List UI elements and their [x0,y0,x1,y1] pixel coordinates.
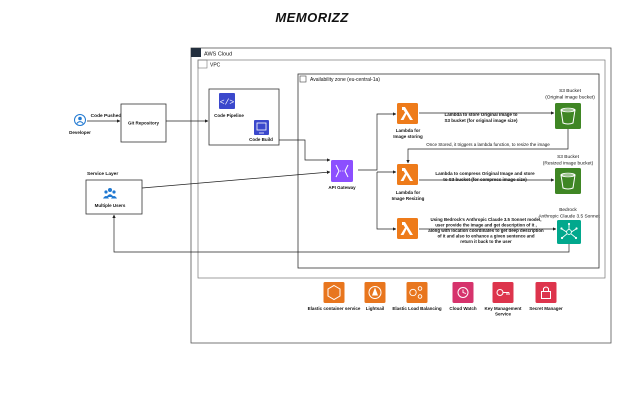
lambda-storing-label-2: Image storing [393,134,423,139]
s3-original-label-2: (Original image bucket) [545,95,595,101]
lambda-resizing-label-2: Image Resizing [392,196,425,201]
az-label: Availability zone (eu-central-1a) [310,77,380,83]
api-gateway-label: API Gateway [328,185,356,190]
bedrock-desc-5: return it back to the user [460,239,512,244]
bedrock-desc-3: along with location coordinates to get d… [428,228,544,233]
lambda-resizing-label-1: Lambda for [396,190,421,195]
services-row: Elastic container service Lightsail Elasti… [308,282,563,317]
az-icon [299,75,307,83]
s3-original-node: S3 Bucket (Original image bucket) [545,88,595,129]
code-pipeline-label: Code Pipeline [214,113,244,118]
vpc-label: VPC [210,63,221,69]
elb-icon [406,282,428,303]
code-build-label: Code Build [249,137,273,142]
edge-apigw-lambda-bedrock [376,172,397,231]
lambda-compress-label-2: to S3 bucket (for compress image size) [443,177,527,182]
service-cloudwatch: Cloud Watch [449,282,477,311]
s3-original-icon [555,103,581,129]
service-label: Secret Manager [529,306,563,311]
service-lightsail: Lightsail [364,282,386,311]
s3-resized-label-2: (Resized image bucket) [543,161,594,167]
bedrock-label-2: Anthropic Claude 3.5 Sonnet [538,214,600,220]
code-pushed-label: Code Pushed [91,113,122,119]
secrets-icon [535,282,557,303]
edge-s3-trigger-lambda [406,129,569,164]
service-elb: Elastic Load Balancing [392,282,442,311]
service-label: Elastic Load Balancing [392,306,442,311]
lambda-storing-label-1: Lambda for [396,128,421,133]
edge-bedrock-users [112,214,570,253]
s3-resized-icon [555,168,581,194]
vpc-icon [197,59,208,69]
diagram-title: MEMORIZZ [275,10,349,25]
bedrock-node: Bedrock Anthropic Claude 3.5 Sonnet [538,207,600,244]
bedrock-desc-4: of it and also to enhance a given senten… [437,234,534,239]
bedrock-description: Using Bedrock's Anthropic Claude 3.5 Son… [428,217,544,244]
git-repository-node: Git Repository [120,103,167,143]
multiple-users-label: Multiple Users [95,203,126,208]
lambda-store-label-2: S3 bucket (for original image size) [444,118,518,123]
lambda-resizing-node: Lambda for Image Resizing [392,164,425,201]
service-layer-node: Service Layer Multiple Users [85,171,143,215]
edge-build-apigw [279,139,331,162]
git-repository-label: Git Repository [128,121,160,126]
ecs-icon [323,282,345,303]
service-layer-label: Service Layer [87,171,118,177]
connectors [87,111,570,253]
lambda-compress-label-1: Lambda to compress Original Image and st… [435,171,535,176]
s3-resized-node: S3 Bucket (Resized image bucket) [543,154,594,194]
developer-label: Developer [69,130,91,135]
lambda-bedrock-node [397,218,418,239]
vpc-container: VPC [197,59,606,279]
api-gateway-node: API Gateway [328,160,356,190]
aws-cloud-container: AWS Cloud [190,47,612,344]
service-label: Key Management [484,306,522,311]
service-label: Elastic container service [308,306,361,311]
s3-resized-label-1: S3 Bucket [557,154,580,160]
service-label: Cloud Watch [449,306,477,311]
code-pipeline-box: </> Code Pipeline Code Build [208,88,280,146]
edge-users-apigw [141,170,331,189]
service-label: Service [495,312,512,317]
lambda-storing-node: Lambda for Image storing [393,103,423,139]
aws-cloud-icon [191,48,201,57]
lambda-store-label-1: Lambda to store Original Image to [444,112,517,117]
service-ecs: Elastic container service [308,282,361,311]
multiple-users-icon [103,188,117,199]
developer-node: Developer [69,114,91,135]
svg-text:</>: </> [220,99,235,108]
once-stored-label: Once Stored, it triggers a lambda functi… [426,142,550,147]
s3-original-label-1: S3 Bucket [559,88,582,94]
code-pipeline-icon [219,93,235,109]
service-label: Lightsail [366,306,385,311]
bedrock-desc-2: user provide the image and get descripti… [435,223,537,228]
availability-zone-container: Availability zone (eu-central-1a) [297,73,600,269]
code-build-icon [254,120,269,135]
service-secrets: Secret Manager [529,282,563,311]
bedrock-desc-1: Using Bedrock's Anthropic Claude 3.5 Son… [431,217,542,222]
edge-apigw-lambda-store [358,112,397,171]
bedrock-label-1: Bedrock [559,207,577,213]
aws-cloud-label: AWS Cloud [204,52,232,58]
